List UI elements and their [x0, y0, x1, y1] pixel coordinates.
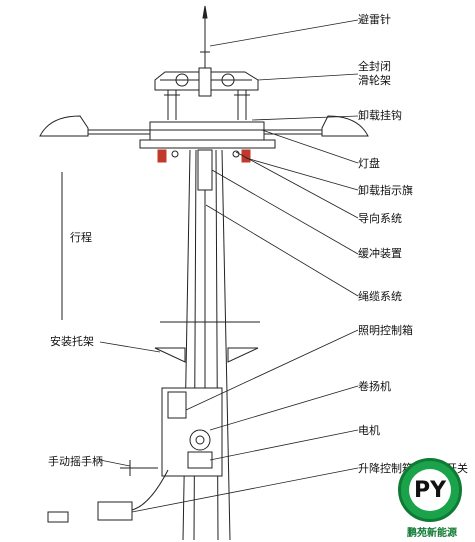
label-unload-hook: 卸载挂钩 — [358, 109, 402, 122]
label-buffer-device: 缓冲装置 — [358, 247, 402, 260]
label-sealed-pulley-2: 滑轮架 — [358, 74, 391, 87]
label-sealed-pulley-1: 全封闭 — [358, 60, 391, 73]
label-cable-system: 绳缆系统 — [358, 290, 402, 303]
pulley-frame — [154, 67, 259, 120]
logo-circle: PY — [398, 458, 462, 522]
guide-buffer — [197, 149, 213, 205]
lightning-rod — [200, 5, 210, 70]
label-guide-system: 导向系统 — [358, 212, 402, 225]
install-brackets — [154, 321, 260, 363]
label-unload-flag: 卸载指示旗 — [358, 184, 413, 197]
label-lamp-panel: 灯盘 — [358, 157, 380, 170]
logo-name: 鹏苑新能源 — [407, 528, 457, 539]
label-hand-crank: 手动摇手柄 — [48, 455, 103, 468]
winch-assembly — [120, 387, 223, 477]
brand-logo: PY 鹏苑新能源 — [392, 458, 472, 540]
logo-letters: PY — [409, 469, 451, 511]
label-travel: 行程 — [70, 231, 92, 244]
unload-flags — [157, 149, 251, 163]
label-motor: 电机 — [358, 424, 380, 437]
label-lighting-control-box: 照明控制箱 — [358, 324, 413, 337]
label-lightning-rod: 避雷针 — [358, 13, 391, 26]
lift-control-box — [47, 469, 169, 523]
pole — [182, 149, 231, 541]
leader-lines — [99, 19, 359, 513]
label-install-bracket: 安装托架 — [50, 335, 94, 348]
label-winch: 卷扬机 — [358, 380, 391, 393]
lamp-panel — [39, 115, 369, 149]
